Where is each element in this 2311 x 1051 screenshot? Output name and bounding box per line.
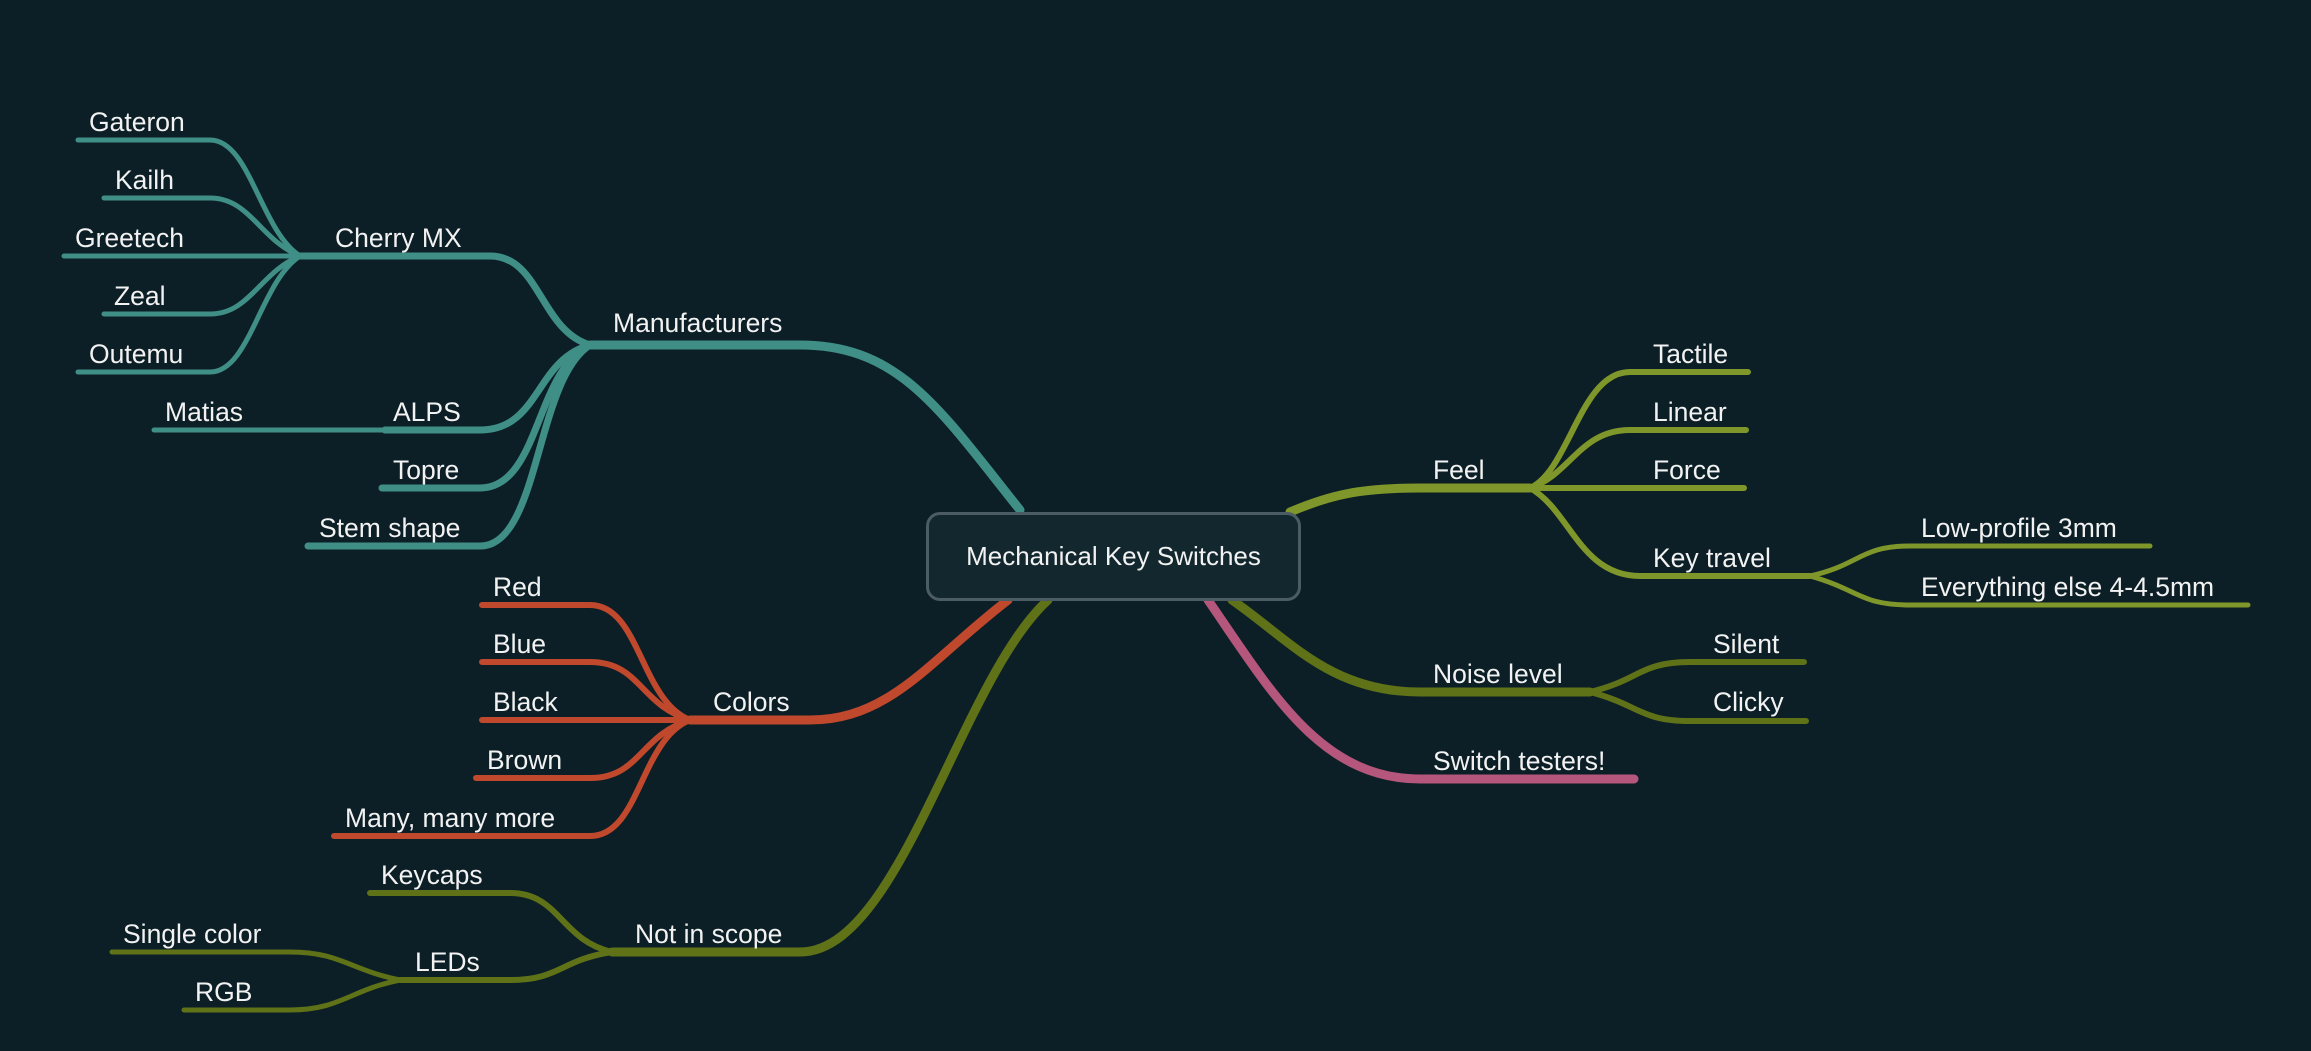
node-black[interactable]: Black [493,687,558,717]
node-everything-else[interactable]: Everything else 4-4.5mm [1921,572,2215,602]
node-topre[interactable]: Topre [393,455,460,485]
edge-scope-leds [397,949,615,983]
edge-colors-red [479,602,693,723]
edge-noise-clicky [1587,689,1809,724]
node-silent[interactable]: Silent [1713,629,1780,659]
node-keycaps[interactable]: Keycaps [381,860,483,890]
node-manufacturers[interactable]: Manufacturers [613,308,783,338]
edge-feel-travel [1527,485,1813,579]
node-not-in-scope[interactable]: Not in scope [635,919,783,949]
node-leds[interactable]: LEDs [415,947,480,977]
node-kailh[interactable]: Kailh [115,165,174,195]
edge-root-colors [685,595,1013,725]
edge-feel-linear [1527,427,1749,491]
node-rgb[interactable]: RGB [195,977,253,1007]
edge-scope-keycaps [367,890,615,955]
edge-colors-blue [479,659,693,723]
node-blue[interactable]: Blue [493,629,547,659]
node-alps[interactable]: ALPS [393,397,461,427]
noise-edges [1227,595,1809,724]
node-cherry-mx[interactable]: Cherry MX [335,223,462,253]
feel-edges [1285,369,2251,608]
edge-root-testers [1203,595,1639,784]
edge-root-scope [607,595,1053,957]
node-gateron[interactable]: Gateron [89,107,185,137]
node-linear[interactable]: Linear [1653,397,1727,427]
node-colors[interactable]: Colors [713,687,790,717]
root-label: Mechanical Key Switches [966,541,1261,571]
node-noise-level[interactable]: Noise level [1433,659,1563,689]
edge-root-feel [1285,483,1535,517]
node-tactile[interactable]: Tactile [1653,339,1729,369]
edge-root-noise [1227,595,1595,697]
edge-cherry-zeal [101,253,303,317]
node-greetech[interactable]: Greetech [75,223,185,253]
manufacturers-edges [61,137,1025,550]
node-brown[interactable]: Brown [487,745,563,775]
node-switch-testers[interactable]: Switch testers! [1433,746,1606,776]
edge-manufacturers-alps [381,341,594,434]
node-feel[interactable]: Feel [1433,455,1485,485]
edge-manufacturers-cherry [296,252,594,349]
edge-noise-silent [1587,659,1807,695]
edge-colors-many [331,717,693,839]
node-matias[interactable]: Matias [165,397,244,427]
edge-cherry-kailh [101,195,303,259]
scope-edges [109,595,1053,1013]
edge-feel-tactile [1527,369,1751,491]
node-clicky[interactable]: Clicky [1713,687,1784,717]
node-key-travel[interactable]: Key travel [1653,543,1771,573]
node-low-profile[interactable]: Low-profile 3mm [1921,513,2117,543]
edge-cherry-outemu [75,253,303,375]
node-stem-shape[interactable]: Stem shape [319,513,461,543]
testers-edges [1203,595,1639,784]
node-zeal[interactable]: Zeal [114,281,166,311]
node-red[interactable]: Red [493,572,542,602]
edge-travel-lowprofile [1807,543,2153,579]
edge-travel-everything [1807,573,2251,608]
node-single-color[interactable]: Single color [123,919,262,949]
edge-root-manufacturers [585,340,1025,515]
node-force[interactable]: Force [1653,455,1721,485]
edge-leds-single [109,949,403,983]
colors-edges [331,595,1013,839]
edge-cherry-gateron [75,137,303,259]
edge-manufacturers-stem [304,341,594,550]
edge-leds-rgb [181,977,403,1013]
root-node[interactable]: Mechanical Key Switches [926,512,1301,601]
node-many-more[interactable]: Many, many more [345,803,556,833]
node-outemu[interactable]: Outemu [89,339,184,369]
